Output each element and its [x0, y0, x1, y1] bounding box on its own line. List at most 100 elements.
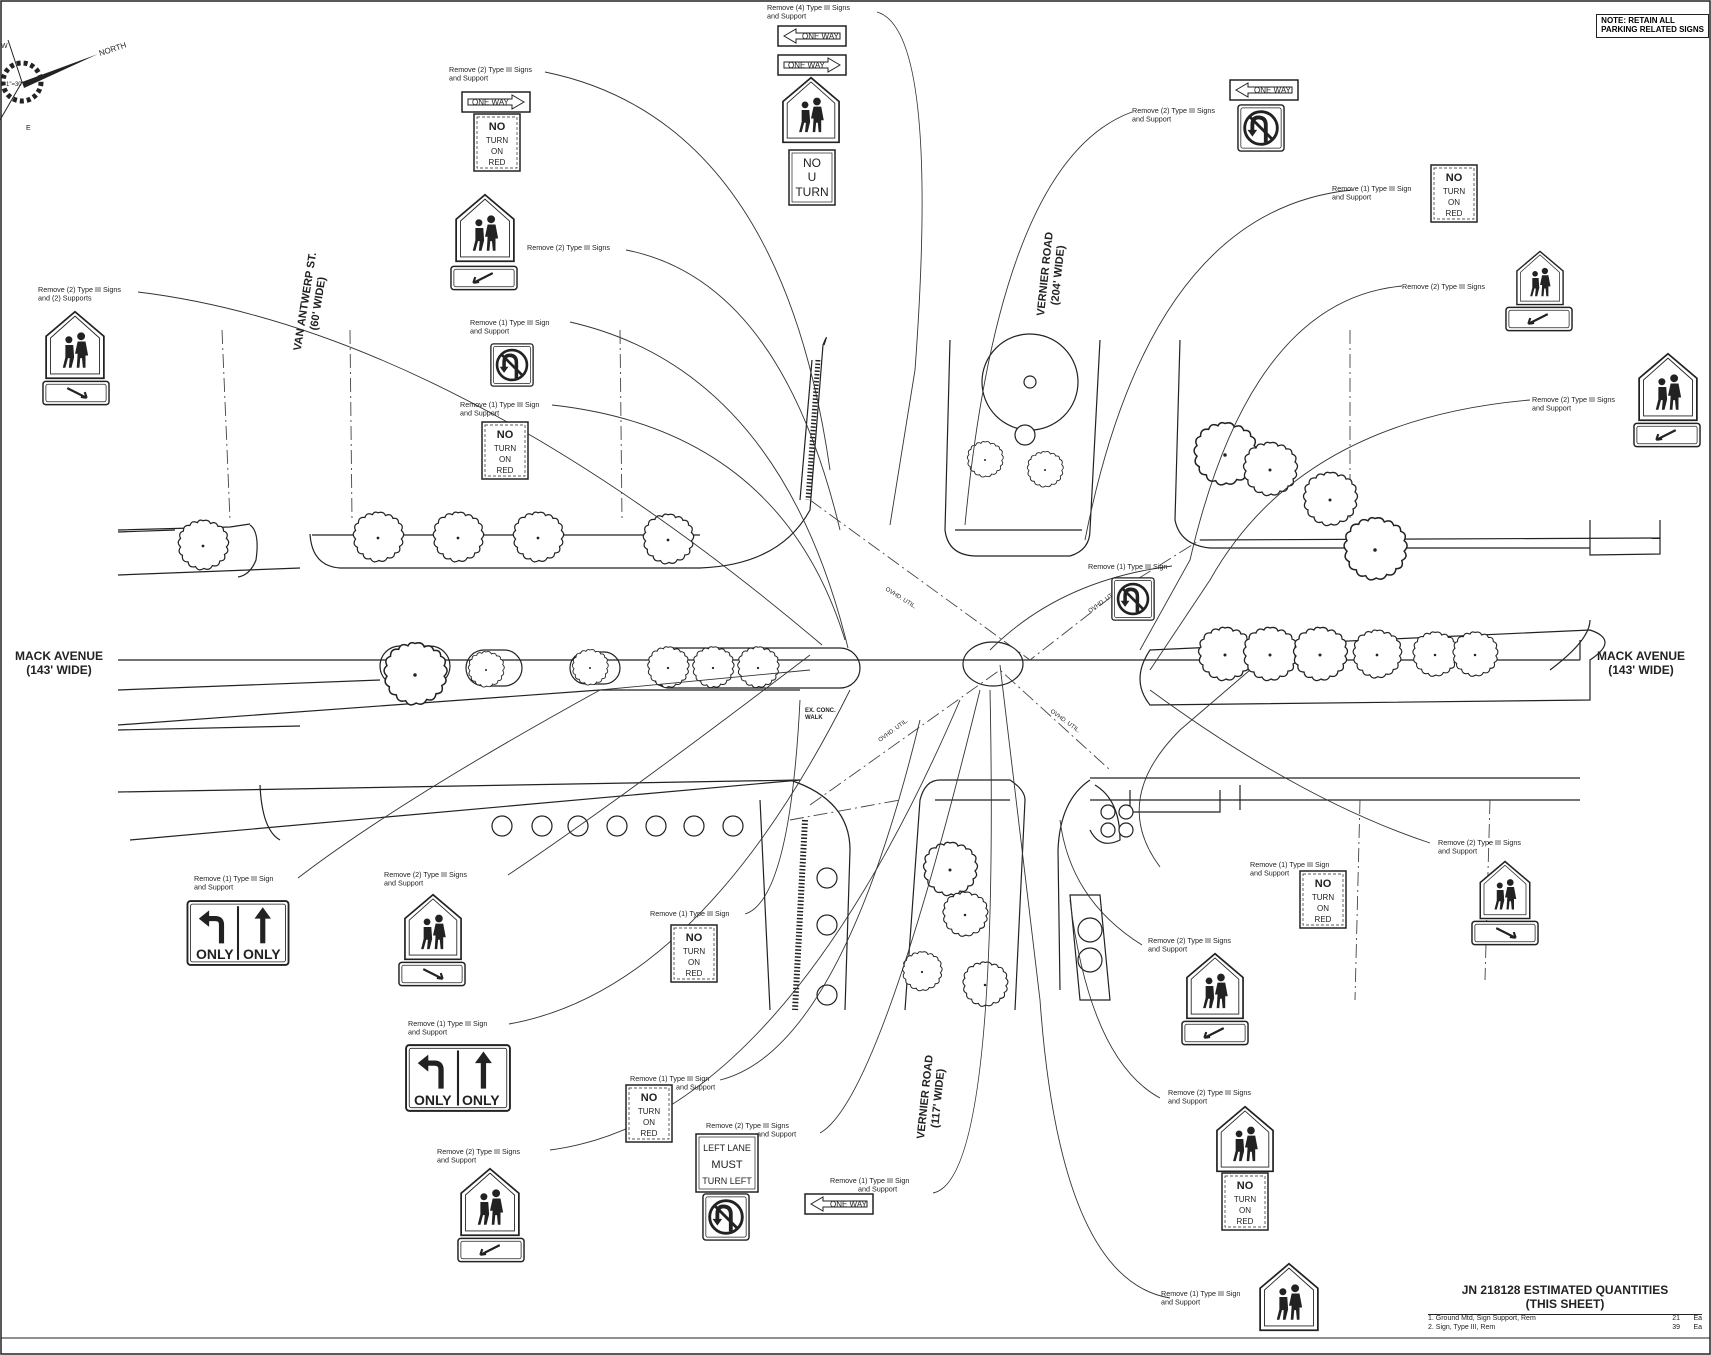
one-way-left-sign: ONE WAY — [804, 1193, 874, 1215]
no-u-turn-sign — [1237, 104, 1285, 152]
arrow-plate — [42, 380, 110, 406]
svg-text:ON: ON — [1448, 198, 1460, 207]
school-crossing-sign — [403, 893, 463, 961]
east-label: E — [26, 125, 31, 132]
callout-c9: Remove (2) Type III Signs — [1402, 282, 1485, 291]
svg-text:TURN: TURN — [1312, 893, 1334, 902]
walk-label-2: WALK — [805, 715, 823, 721]
signs: ONE WAY ONE WAY NO U TURN ONE WAY NO TUR… — [42, 25, 1701, 1332]
svg-text:TURN: TURN — [494, 444, 516, 453]
svg-text:TURN: TURN — [486, 136, 508, 145]
school-crossing-sign — [460, 1167, 520, 1237]
no-turn-on-red-sign: NO TURN ON RED — [481, 421, 529, 480]
svg-text:RED: RED — [641, 1129, 658, 1138]
svg-text:MUST: MUST — [711, 1159, 742, 1171]
callout-c3: Remove (2) Type III Signs — [527, 243, 610, 252]
left-lane-must-turn-left-sign: LEFT LANE MUST TURN LEFT — [695, 1133, 759, 1193]
svg-text:NO: NO — [1446, 172, 1463, 184]
retain-parking-note: NOTE: RETAIN ALL PARKING RELATED SIGNS — [1596, 14, 1709, 38]
arrow-plate — [1633, 422, 1701, 448]
arrow-plate — [1471, 920, 1539, 946]
no-u-turn-text-sign: NO U TURN — [788, 149, 836, 206]
svg-text:RED: RED — [489, 158, 506, 167]
school-crossing-sign — [1215, 1105, 1275, 1173]
svg-text:TURN: TURN — [683, 947, 705, 956]
school-crossing-sign — [1479, 860, 1531, 920]
estimated-quantities-table: JN 218128 ESTIMATED QUANTITIES (THIS SHE… — [1428, 1283, 1702, 1332]
school-crossing-sign — [1638, 352, 1698, 422]
scale-label: 1"=30' — [6, 82, 23, 88]
arrow-plate — [1181, 1020, 1249, 1046]
quantities-title: JN 218128 ESTIMATED QUANTITIES — [1461, 1283, 1669, 1297]
arrow-plate — [457, 1237, 525, 1263]
walk-label: EX. CONC. — [805, 708, 836, 714]
leader-lines — [137, 11, 1531, 1299]
svg-text:RED: RED — [497, 466, 514, 475]
svg-text:TURN: TURN — [638, 1107, 660, 1116]
arrow-plate — [450, 265, 518, 291]
quantity-unit: Ea — [1693, 1323, 1702, 1331]
no-turn-on-red-sign: NO TURN ON RED — [1299, 870, 1347, 929]
svg-text:ONE WAY: ONE WAY — [1254, 86, 1292, 95]
svg-text:U: U — [808, 170, 817, 184]
svg-text:NO: NO — [803, 156, 821, 170]
no-turn-on-red-sign: NO TURN ON RED — [1221, 1172, 1269, 1231]
svg-text:RED: RED — [1446, 209, 1463, 218]
quantities-subtitle: (THIS SHEET) — [1525, 1297, 1605, 1312]
north-arrow: NORTH 1"=30' W E — [0, 39, 128, 132]
lane-only-right: ONLY — [243, 946, 281, 962]
no-turn-on-red-sign: NO TURN ON RED — [1430, 164, 1478, 223]
no-turn-on-red-sign: NO TURN ON RED — [473, 113, 521, 172]
svg-text:ON: ON — [499, 455, 511, 464]
one-way-left-sign: ONE WAY — [777, 25, 847, 47]
quantity-row: 1. Ground Mtd, Sign Support, Rem 21 Ea — [1428, 1315, 1702, 1324]
lane-only-left: ONLY — [414, 1092, 452, 1108]
small-trees-south — [491, 333, 1134, 1006]
svg-text:TURN: TURN — [1443, 187, 1465, 196]
svg-text:NO: NO — [1315, 878, 1332, 890]
svg-text:NO: NO — [1237, 1180, 1254, 1192]
north-label: NORTH — [98, 41, 128, 58]
svg-text:RED: RED — [1237, 1217, 1254, 1226]
svg-text:ON: ON — [1317, 904, 1329, 913]
roadway-linework — [117, 336, 1661, 1011]
one-way-left-sign: ONE WAY — [1229, 79, 1299, 101]
util-label: OVHD. UTIL. — [878, 718, 910, 744]
svg-text:RED: RED — [1315, 915, 1332, 924]
no-turn-on-red-sign: NO TURN ON RED — [625, 1084, 673, 1143]
svg-text:ONE WAY: ONE WAY — [472, 98, 510, 107]
callout-c11: Remove (1) Type III Sign — [1088, 562, 1167, 571]
road-width: (143' WIDE) — [1608, 662, 1674, 677]
school-crossing-sign — [1515, 250, 1565, 306]
school-crossing-sign — [1185, 952, 1245, 1020]
mack-avenue-east-label: MACK AVENUE (143' WIDE) — [1590, 649, 1692, 678]
svg-text:TURN: TURN — [795, 185, 828, 199]
quantity-value: 39 — [1672, 1323, 1680, 1331]
school-crossing-sign — [455, 193, 515, 263]
svg-text:LEFT LANE: LEFT LANE — [703, 1143, 751, 1153]
one-way-right-sign: ONE WAY — [777, 54, 847, 76]
svg-text:NO: NO — [641, 1092, 658, 1104]
callout-c14: Remove (1) Type III Sign — [650, 909, 729, 918]
quantity-unit: Ea — [1693, 1314, 1702, 1322]
util-label: OVHD. UTIL. — [1049, 709, 1081, 735]
mack-avenue-west-label: MACK AVENUE (143' WIDE) — [8, 649, 110, 678]
note-line-1: NOTE: RETAIN ALL — [1601, 16, 1675, 25]
svg-text:TURN LEFT: TURN LEFT — [702, 1176, 752, 1186]
lane-only-right: ONLY — [462, 1092, 500, 1108]
